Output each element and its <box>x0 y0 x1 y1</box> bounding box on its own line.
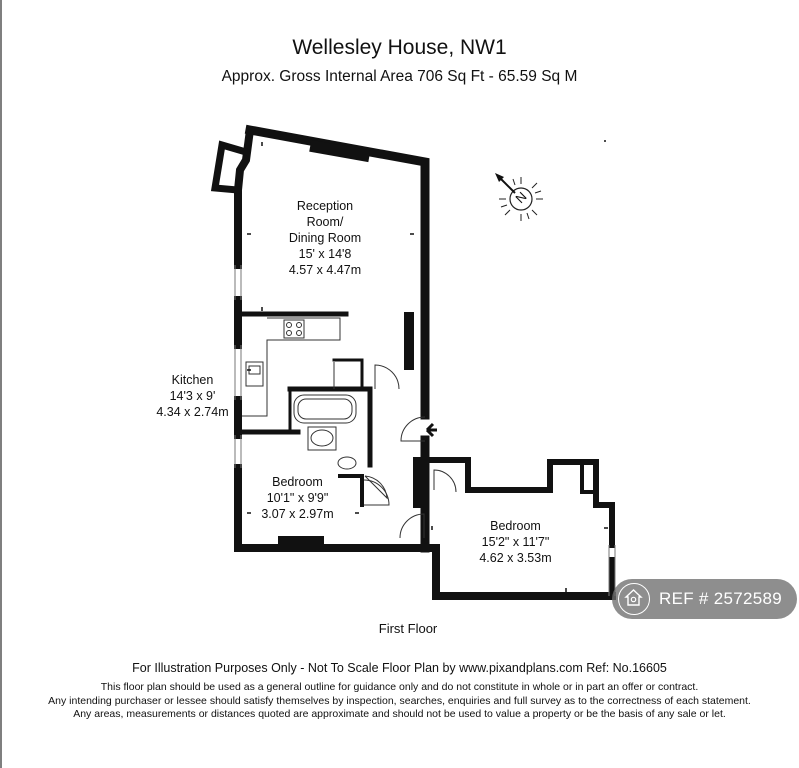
entrance-arrow-icon <box>425 422 437 438</box>
plan-area-subtitle: Approx. Gross Internal Area 706 Sq Ft - … <box>221 68 578 85</box>
footer-credit: For Illustration Purposes Only - Not To … <box>132 661 667 675</box>
disclaimer-line-1: This floor plan should be used as a gene… <box>100 681 699 693</box>
bedroom2-imperial: 15'2" x 11'7" <box>481 535 550 549</box>
compass-north-icon <box>495 173 543 221</box>
reception-name-line1: Reception <box>296 199 354 213</box>
bathroom-fittings <box>293 394 357 470</box>
room-label-bedroom-1: Bedroom 10'1" x 9'9" 3.07 x 2.97m <box>245 474 350 522</box>
floor-label: First Floor <box>378 621 438 636</box>
reception-name-line2: Room/ <box>306 215 344 229</box>
room-label-bedroom-2: Bedroom 15'2" x 11'7" 4.62 x 3.53m <box>463 518 568 566</box>
dimension-ticks <box>247 140 608 592</box>
disclaimer-line-2: Any intending purchaser or lessee should… <box>48 694 751 707</box>
door-swings <box>363 364 457 539</box>
disclaimer-line-3: Any areas, measurements or distances quo… <box>73 708 726 720</box>
reception-imperial: 15' x 14'8 <box>298 247 352 261</box>
kitchen-metric: 4.34 x 2.74m <box>156 405 229 419</box>
kitchen-name: Kitchen <box>171 373 214 387</box>
bedroom1-metric: 3.07 x 2.97m <box>261 507 334 521</box>
plan-title: Wellesley House, NW1 <box>292 36 507 59</box>
bedroom2-name: Bedroom <box>490 519 541 533</box>
bedroom1-imperial: 10'1" x 9'9" <box>266 491 329 505</box>
reference-number: REF # 2572589 <box>659 589 782 608</box>
reception-name-line3: Dining Room <box>288 231 362 245</box>
kitchen-imperial: 14'3 x 9' <box>169 389 216 403</box>
room-label-reception: Reception Room/ Dining Room 15' x 14'8 4… <box>260 198 390 278</box>
room-label-kitchen: Kitchen 14'3 x 9' 4.34 x 2.74m <box>140 372 245 420</box>
bedroom1-name: Bedroom <box>272 475 323 489</box>
footer-disclaimer: This floor plan should be used as a gene… <box>0 681 799 722</box>
home-icon <box>618 583 650 615</box>
bedroom2-metric: 4.62 x 3.53m <box>479 551 552 565</box>
floor-plan-walls <box>210 124 616 600</box>
reception-metric: 4.57 x 4.47m <box>288 263 362 277</box>
reference-badge: REF # 2572589 <box>612 579 797 619</box>
kitchen-fittings <box>242 317 341 417</box>
